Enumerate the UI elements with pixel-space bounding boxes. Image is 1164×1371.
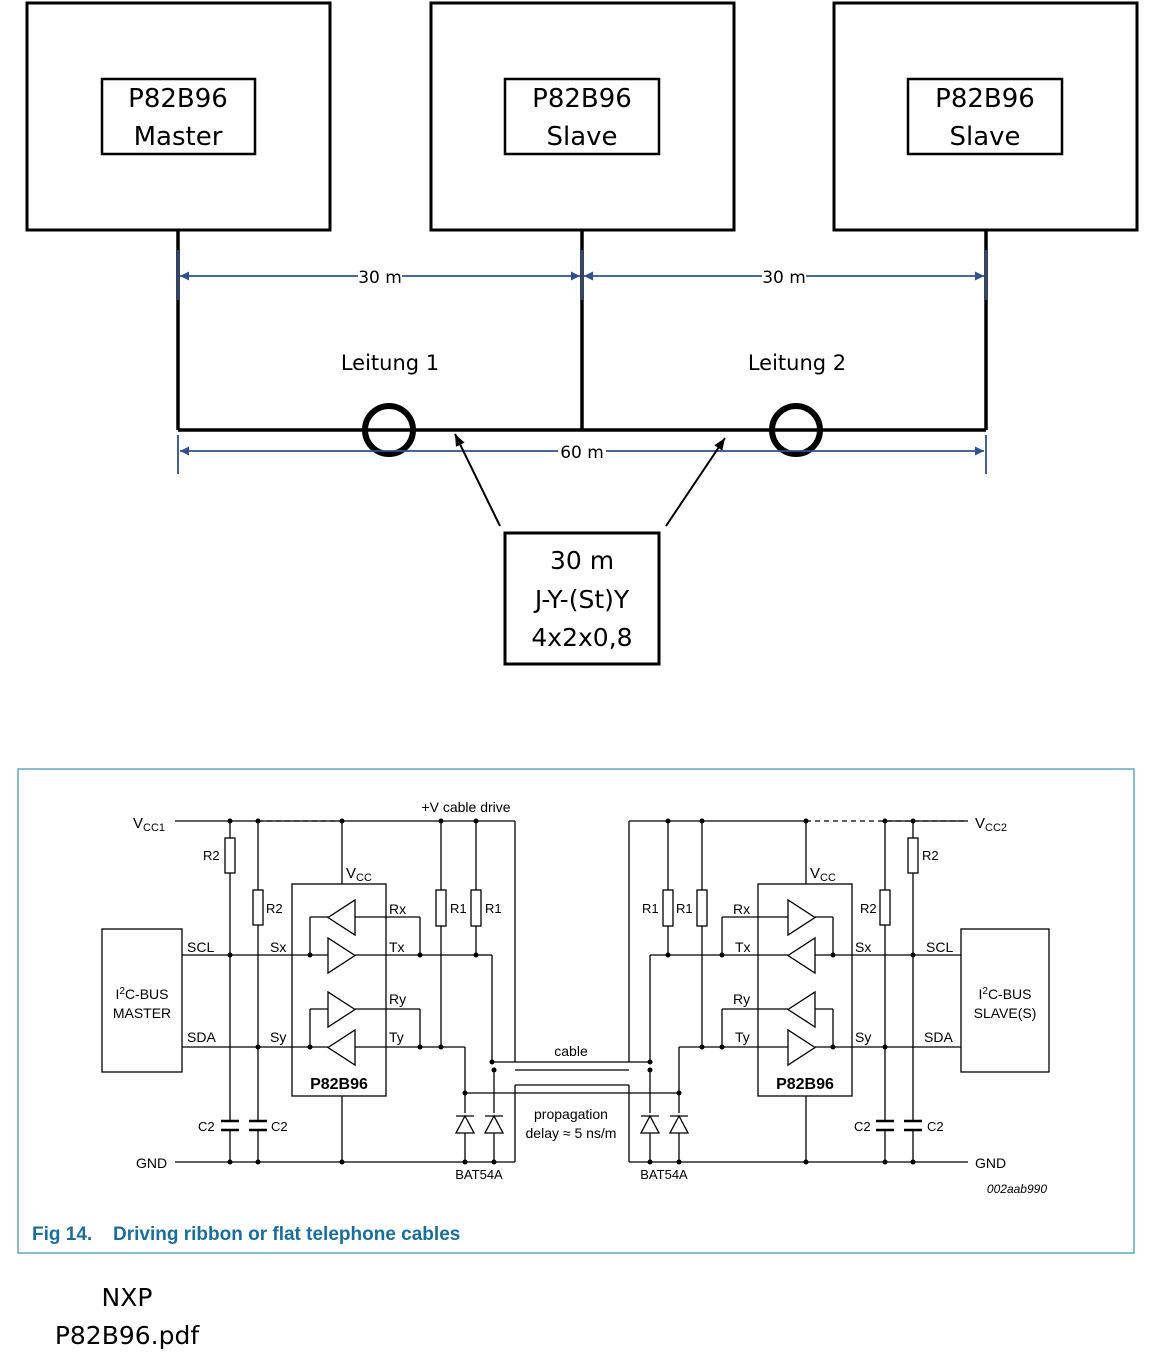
node-slave-1: P82B96 Slave: [429, 1, 736, 232]
r2-label-right-b: R2: [860, 901, 877, 916]
diode-label-right: BAT54A: [640, 1167, 688, 1182]
source-file: P82B96.pdf: [55, 1321, 201, 1350]
figure-frame: [17, 768, 1135, 1254]
pin-tx-right: Tx: [735, 939, 751, 955]
cable-label: cable: [554, 1043, 588, 1059]
ferrite-ring-1: [362, 403, 416, 457]
pin-sx-right: Sx: [855, 939, 871, 955]
vcc2-label: VCC2: [975, 815, 1007, 834]
master-label-1: I2C-BUS: [115, 986, 168, 1002]
r2-label-left-b: R2: [266, 901, 283, 916]
pin-sx-left: Sx: [270, 939, 286, 955]
slave-label-2: SLAVE(S): [974, 1005, 1037, 1021]
node-slave-2-line1: P82B96: [935, 84, 1035, 114]
cable-pointer-arrows: [454, 433, 726, 527]
gnd-label-left: GND: [136, 1155, 167, 1171]
vcable-label: +V cable drive: [421, 799, 510, 815]
node-master-line2: Master: [134, 122, 223, 152]
vcc-pin-left: VCC: [346, 865, 372, 884]
node-master-line1: P82B96: [128, 84, 228, 114]
dimension-lines: [177, 250, 987, 474]
r1-label-left-a: R1: [450, 901, 467, 916]
propagation-label-1: propagation: [534, 1106, 608, 1122]
c2-label-right-b: C2: [927, 1119, 944, 1134]
sda-label-right: SDA: [924, 1029, 953, 1045]
node-slave-2: P82B96 Slave: [832, 1, 1139, 232]
node-master: P82B96 Master: [25, 1, 332, 232]
chip-label-left: P82B96: [310, 1076, 368, 1093]
gnd-label-right: GND: [975, 1155, 1006, 1171]
r2-label-right-a: R2: [922, 848, 939, 863]
pin-ry-right: Ry: [733, 991, 750, 1007]
schematic: [101, 820, 1050, 1163]
scl-label-right: SCL: [926, 939, 953, 955]
vcc1-label: VCC1: [133, 815, 165, 834]
c2-label-left-a: C2: [198, 1119, 215, 1134]
node-slave-2-line2: Slave: [949, 122, 1020, 152]
dim-label-total: 60 m: [560, 443, 604, 463]
node-slave-1-line2: Slave: [546, 122, 617, 152]
cable-spec-box: 30 m J-Y-(St)Y 4x2x0,8: [503, 531, 661, 666]
propagation-label-2: delay ≈ 5 ns/m: [526, 1125, 617, 1141]
slave-label-1: I2C-BUS: [978, 986, 1031, 1002]
sda-label-left: SDA: [187, 1029, 216, 1045]
pin-ty-left: Ty: [389, 1029, 404, 1045]
c2-label-left-b: C2: [271, 1119, 288, 1134]
ferrite-ring-2: [769, 403, 823, 457]
pin-sy-right: Sy: [855, 1029, 871, 1045]
node-slave-1-line1: P82B96: [532, 84, 632, 114]
vcc-pin-right: VCC: [810, 865, 836, 884]
pin-ry-left: Ry: [389, 991, 406, 1007]
master-label-2: MASTER: [113, 1005, 171, 1021]
pin-rx-left: Rx: [389, 901, 406, 917]
figure-number: Fig 14.: [32, 1224, 92, 1245]
cable-spec-length: 30 m: [550, 546, 614, 575]
pin-tx-left: Tx: [389, 939, 405, 955]
leitung-2-label: Leitung 2: [748, 351, 846, 375]
chip-label-right: P82B96: [776, 1076, 834, 1093]
scl-label-left: SCL: [187, 939, 214, 955]
pin-sy-left: Sy: [270, 1029, 286, 1045]
source-vendor: NXP: [102, 1283, 153, 1312]
r1-label-left-b: R1: [485, 901, 502, 916]
c2-label-right-a: C2: [854, 1119, 871, 1134]
pin-rx-right: Rx: [733, 901, 750, 917]
diode-label-left: BAT54A: [455, 1167, 503, 1182]
figure-title: Driving ribbon or flat telephone cables: [113, 1224, 460, 1245]
dim-label-left: 30 m: [358, 268, 402, 288]
r1-label-right-a: R1: [642, 901, 659, 916]
leitung-1-label: Leitung 1: [341, 351, 439, 375]
schematic-labels: VCC1 VCC2 +V cable drive GND GND R2 R2 R…: [113, 799, 1047, 1196]
drawing-code: 002aab990: [987, 1182, 1047, 1196]
pin-ty-right: Ty: [735, 1029, 750, 1045]
cable-spec-type: J-Y-(St)Y: [533, 585, 630, 614]
r2-label-left-a: R2: [203, 848, 220, 863]
cable-spec-pairs: 4x2x0,8: [531, 623, 632, 652]
junction-dots: [227, 818, 916, 1165]
dim-label-right: 30 m: [762, 268, 806, 288]
r1-label-right-b: R1: [676, 901, 693, 916]
